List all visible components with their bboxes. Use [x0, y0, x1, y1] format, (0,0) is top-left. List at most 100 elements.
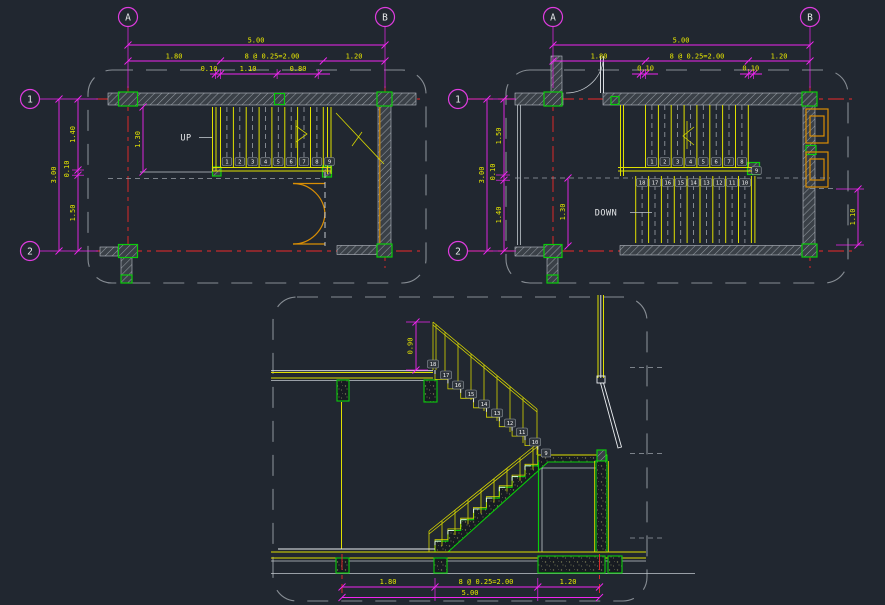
dim-seg: 0.10 — [63, 161, 71, 178]
tread-number: 5 — [702, 160, 705, 166]
dim-railing-height: 0.90 — [407, 338, 415, 355]
tread-number: 16 — [664, 181, 671, 187]
stair-flight-lower — [515, 176, 834, 243]
riser-number: 18 — [430, 362, 437, 368]
tread-number: 7 — [727, 160, 730, 166]
grid-label-b: B — [807, 12, 813, 23]
riser-number: 17 — [443, 373, 450, 379]
dim-overall-width: 5.00 — [248, 37, 265, 45]
tread-number: 4 — [689, 160, 693, 166]
dim-seg: 8 @ 0.25=2.00 — [245, 53, 300, 61]
tread-number: 6 — [290, 160, 293, 166]
tread-number: 9 — [328, 160, 331, 166]
tread-number: 1 — [225, 160, 228, 166]
dim-overall-height: 3.00 — [50, 167, 58, 184]
dim-seg: 1.50 — [69, 205, 77, 222]
tread-number: 7 — [302, 160, 305, 166]
dim-seg: 1.80 — [380, 578, 397, 586]
tread-number: 12 — [716, 181, 723, 187]
door-leaf — [599, 382, 623, 449]
direction-arrow — [295, 120, 308, 148]
upper-floor-slab — [271, 370, 438, 549]
tread-number: 14 — [690, 181, 697, 187]
step-nosings — [434, 465, 531, 546]
dim-flight-width: 1.30 — [134, 131, 142, 148]
tread-number: 10 — [742, 181, 749, 187]
tread-number: 11 — [729, 181, 736, 187]
dim-flight-width: 1.30 — [559, 204, 567, 221]
riser-number: 12 — [507, 421, 514, 427]
grid-bubble-b — [799, 6, 821, 28]
riser-number: 15 — [468, 392, 475, 398]
dim-seg: 1.50 — [495, 128, 503, 145]
dim-detail: 0.80 — [290, 65, 307, 73]
tread-number: 3 — [676, 160, 679, 166]
section-view: 0.90 1.80 8 @ 0.25=2.00 1.20 5.00 18 17 … — [271, 295, 695, 602]
riser-number: 9 — [544, 451, 547, 457]
direction-arrow — [682, 121, 695, 149]
tread-number: 2 — [238, 160, 241, 166]
tread-number: 18 — [639, 181, 646, 187]
grid-bubble-b — [374, 6, 396, 28]
plan-right-view: 5.00 1.80 8 @ 0.25=2.00 1.20 0.10 0.10 3… — [447, 6, 864, 284]
windows — [805, 108, 829, 188]
dim-seg: 1.20 — [771, 53, 788, 61]
dim-detail: 0.10 — [637, 65, 654, 73]
grid-bubble-1 — [447, 88, 469, 110]
tread-number: 5 — [277, 160, 280, 166]
down-label: DOWN — [595, 209, 617, 219]
tread-number: 9 — [755, 169, 758, 175]
grid-bubbles: A B 1 2 — [19, 6, 396, 262]
grid-bubble-a — [542, 6, 564, 28]
riser-numbers: 18 17 16 15 14 13 12 11 10 9 — [427, 359, 552, 458]
tread-number: 6 — [715, 160, 718, 166]
dim-landing-width: 1.10 — [849, 209, 857, 226]
dim-seg: 8 @ 0.25=2.00 — [459, 578, 514, 586]
dim-seg: 1.20 — [346, 53, 363, 61]
dimensions: 5.00 1.80 8 @ 0.25=2.00 1.20 0.10 1.10 0… — [50, 37, 389, 255]
dim-detail: 0.10 — [742, 65, 759, 73]
dim-detail: 1.10 — [240, 65, 257, 73]
tread-numbers-lower: 18 17 16 15 14 13 12 11 10 — [636, 178, 751, 187]
grid-label-a: A — [550, 12, 556, 23]
plan-left-view: 5.00 1.80 8 @ 0.25=2.00 1.20 0.10 1.10 0… — [19, 6, 427, 284]
riser-number: 13 — [494, 411, 501, 417]
dim-seg: 0.10 — [489, 164, 497, 181]
tread-number: 13 — [703, 181, 710, 187]
tread-number: 17 — [652, 181, 659, 187]
lower-railing — [428, 443, 538, 552]
dim-seg: 1.40 — [495, 207, 503, 224]
view-boundary — [505, 69, 849, 284]
riser-number: 11 — [519, 430, 526, 436]
dim-overall-width: 5.00 — [673, 37, 690, 45]
dim-seg: 1.20 — [560, 578, 577, 586]
level-marks — [630, 367, 664, 539]
view-boundary — [87, 69, 427, 284]
stair-flight-upper — [618, 105, 757, 176]
grid-bubble-2 — [447, 240, 469, 262]
tread-numbers-upper: 1 2 3 4 5 6 7 8 9 — [646, 157, 762, 175]
dim-seg: 1.40 — [69, 126, 77, 143]
tread-number: 1 — [650, 160, 653, 166]
dim-seg: 8 @ 0.25=2.00 — [670, 53, 725, 61]
tread-number: 8 — [315, 160, 318, 166]
grid-bubble-2 — [19, 240, 41, 262]
grid-bubble-a — [117, 6, 139, 28]
riser-number: 10 — [532, 440, 539, 446]
dim-overall-height: 3.00 — [478, 167, 486, 184]
double-door — [292, 182, 326, 245]
up-label: UP — [180, 134, 191, 144]
dim-detail: 0.10 — [201, 65, 218, 73]
walls — [99, 92, 417, 279]
grid-bubble-1 — [19, 88, 41, 110]
lower-flight — [428, 443, 608, 553]
tread-number: 8 — [740, 160, 743, 166]
break-line — [335, 112, 385, 165]
tread-numbers: 1 2 3 4 5 6 7 8 9 — [221, 157, 335, 166]
stair-flight — [108, 107, 385, 179]
riser-number: 14 — [481, 402, 488, 408]
entry-door — [565, 55, 604, 94]
